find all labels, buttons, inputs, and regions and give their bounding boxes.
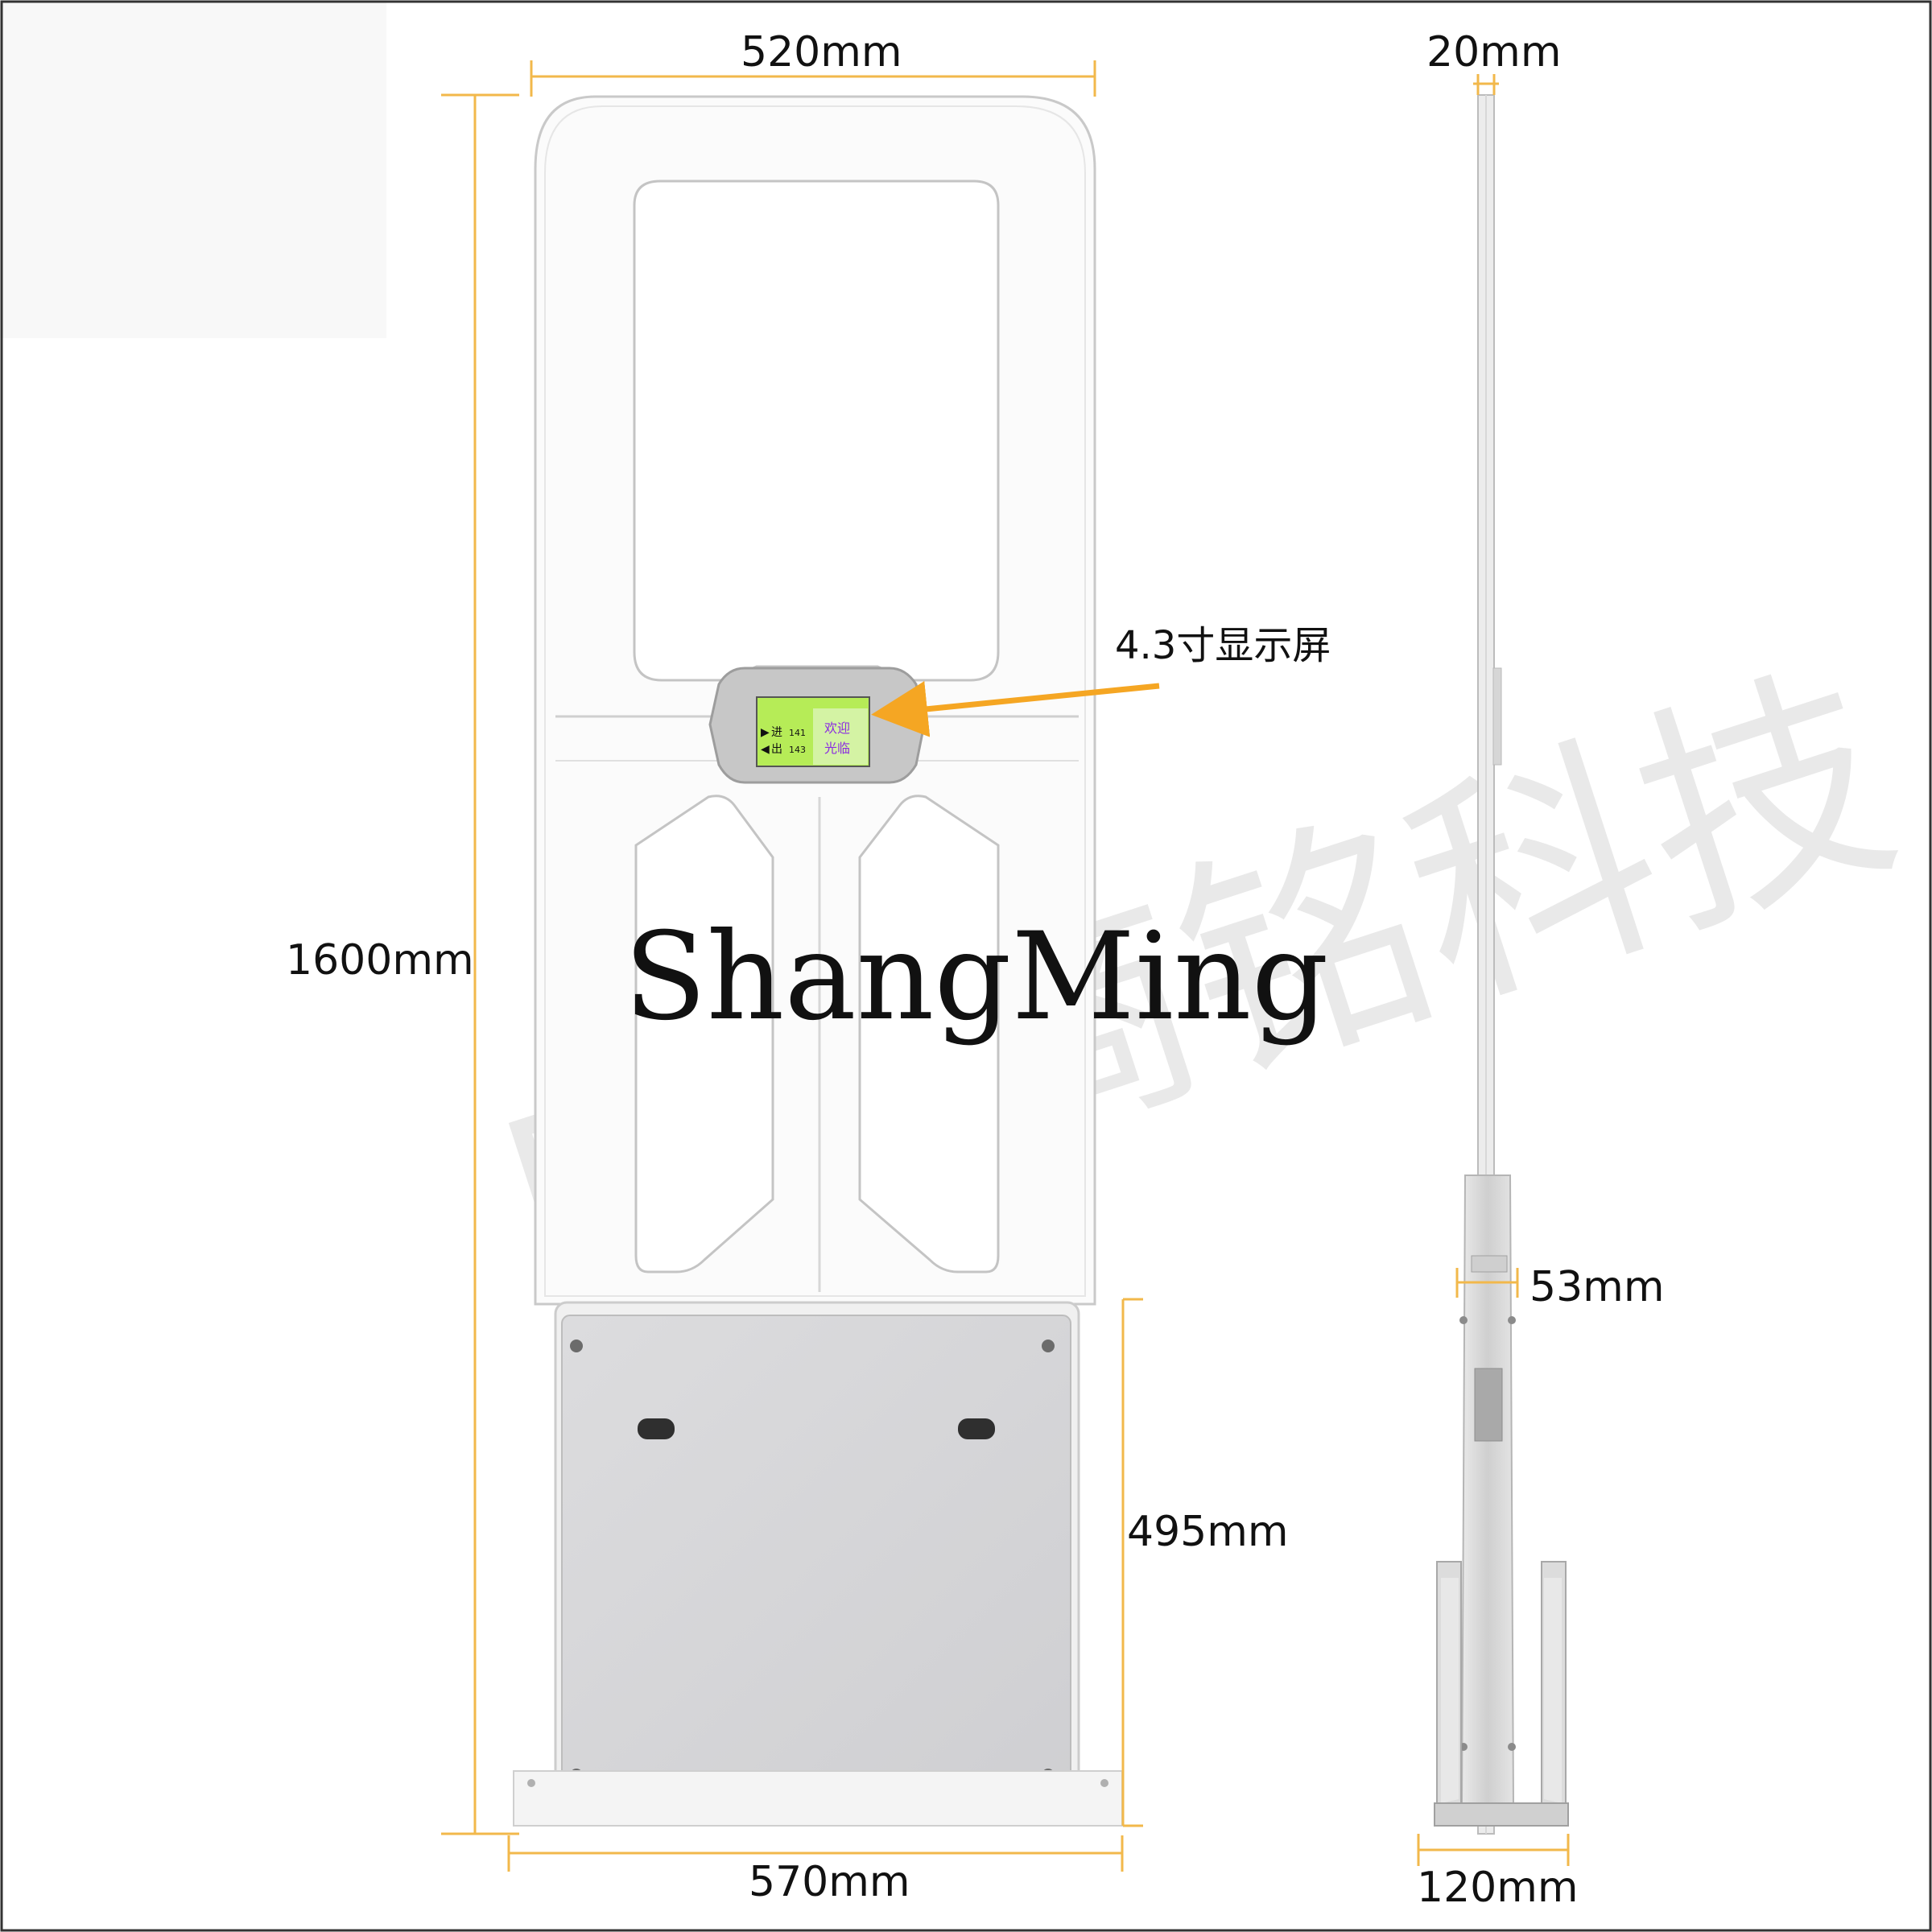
lower-panel	[561, 1315, 1071, 1799]
dim-height: 1600mm	[286, 936, 474, 985]
indicator-light-left	[638, 1418, 675, 1439]
lcd-in-arrow: ▶	[761, 726, 770, 739]
screw-icon	[570, 1340, 583, 1352]
lcd-out-arrow: ◀	[761, 743, 770, 756]
dim-side-depth: 53mm	[1530, 1263, 1664, 1311]
upper-window	[633, 180, 1000, 682]
indicator-light-right	[958, 1418, 995, 1439]
base-foot	[513, 1770, 1123, 1827]
dim-base-width: 570mm	[749, 1858, 910, 1906]
screw-icon	[1042, 1340, 1055, 1352]
callout-arrow	[871, 680, 1160, 737]
dim-top-width: 520mm	[741, 28, 902, 76]
dimension-lines-front	[441, 60, 1143, 1872]
dim-panel-height: 495mm	[1127, 1508, 1289, 1556]
display-annotation: 4.3寸显示屏	[1115, 623, 1331, 668]
lcd-welcome-1: 欢迎	[824, 720, 850, 736]
lcd-out-count: 143	[789, 745, 806, 755]
left-cutout	[634, 795, 774, 1274]
right-cutout	[858, 795, 1000, 1274]
lcd-out-label: 出	[771, 743, 782, 756]
brand-name: ShangMing	[624, 907, 1329, 1047]
gate-front-view: ▶ 进 141 ◀ 出 143 欢迎 光临	[513, 95, 1123, 1827]
dim-thickness: 20mm	[1426, 28, 1561, 76]
dimension-lines-side	[1417, 74, 1570, 1866]
gate-side-view	[1434, 94, 1569, 1835]
lcd-in-count: 141	[789, 728, 806, 738]
lcd-welcome-2: 光临	[824, 741, 850, 756]
background-smudge	[0, 0, 386, 338]
dim-foot-depth: 120mm	[1417, 1864, 1579, 1912]
lcd-in-label: 进	[771, 726, 782, 739]
